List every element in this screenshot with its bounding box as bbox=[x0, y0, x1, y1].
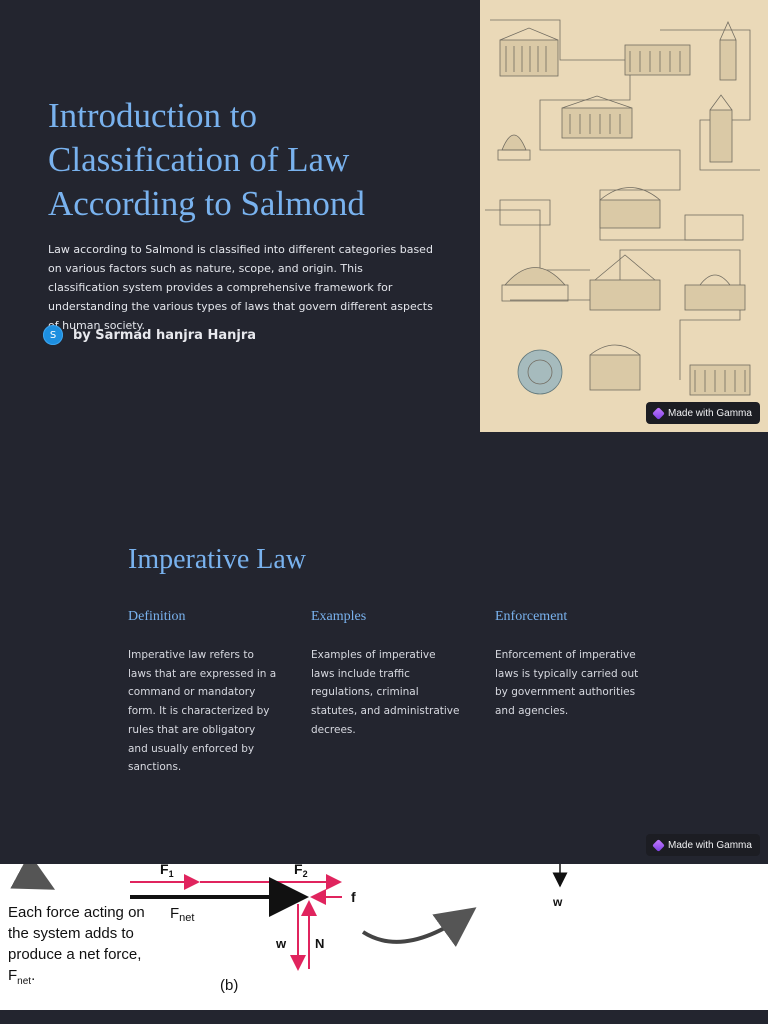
column-heading: Definition bbox=[128, 609, 186, 624]
examples-column: Examples Examples of imperative laws inc… bbox=[311, 608, 461, 740]
fnet-label: Fnet bbox=[170, 905, 194, 924]
badge-label: Made with Gamma bbox=[668, 839, 752, 851]
slide-title: Introduction to Classification of Law Ac… bbox=[48, 96, 365, 223]
definition-column: Definition Imperative law refers to laws… bbox=[128, 608, 278, 777]
column-text: Examples of imperative laws include traf… bbox=[311, 649, 460, 736]
building-sketches-illustration bbox=[480, 0, 768, 432]
architecture-illustration bbox=[480, 0, 768, 432]
force-diagram-image: F1 F2 Fnet f w N w (b) Each force acting… bbox=[0, 864, 768, 1010]
gamma-logo-icon bbox=[652, 838, 665, 852]
author-name: by Sarmad hanjra Hanjra bbox=[73, 327, 256, 343]
imperative-law-slide: Imperative Law Definition Imperative law… bbox=[0, 432, 768, 864]
weight-label-right: w bbox=[552, 895, 563, 909]
made-with-gamma-badge[interactable]: Made with Gamma bbox=[646, 402, 760, 424]
f1-label: F1 bbox=[160, 864, 174, 879]
force-explanation-text: Each force acting on the system adds to … bbox=[8, 904, 145, 987]
column-text: Enforcement of imperative laws is typica… bbox=[495, 649, 639, 718]
free-body-diagram: F1 F2 Fnet f w N w (b) bbox=[10, 864, 568, 994]
pointer-arrow bbox=[10, 864, 56, 890]
avatar[interactable]: S bbox=[43, 325, 63, 345]
author-byline: S by Sarmad hanjra Hanjra bbox=[43, 325, 256, 345]
made-with-gamma-badge[interactable]: Made with Gamma bbox=[646, 834, 760, 856]
slide-description: Law according to Salmond is classified i… bbox=[48, 243, 433, 332]
weight-label: w bbox=[275, 936, 287, 951]
friction-label: f bbox=[351, 889, 356, 905]
column-heading: Examples bbox=[311, 609, 367, 624]
column-heading: Enforcement bbox=[495, 609, 568, 624]
normal-label: N bbox=[315, 936, 324, 951]
enforcement-column: Enforcement Enforcement of imperative la… bbox=[495, 608, 645, 721]
badge-label: Made with Gamma bbox=[668, 407, 752, 419]
gamma-logo-icon bbox=[652, 406, 665, 420]
column-text: Imperative law refers to laws that are e… bbox=[128, 649, 277, 774]
curved-arrow bbox=[361, 907, 477, 947]
slide-title: Imperative Law bbox=[128, 544, 307, 575]
bottom-bar bbox=[0, 1010, 768, 1024]
caption: (b) bbox=[220, 977, 238, 994]
f2-label: F2 bbox=[294, 864, 308, 879]
